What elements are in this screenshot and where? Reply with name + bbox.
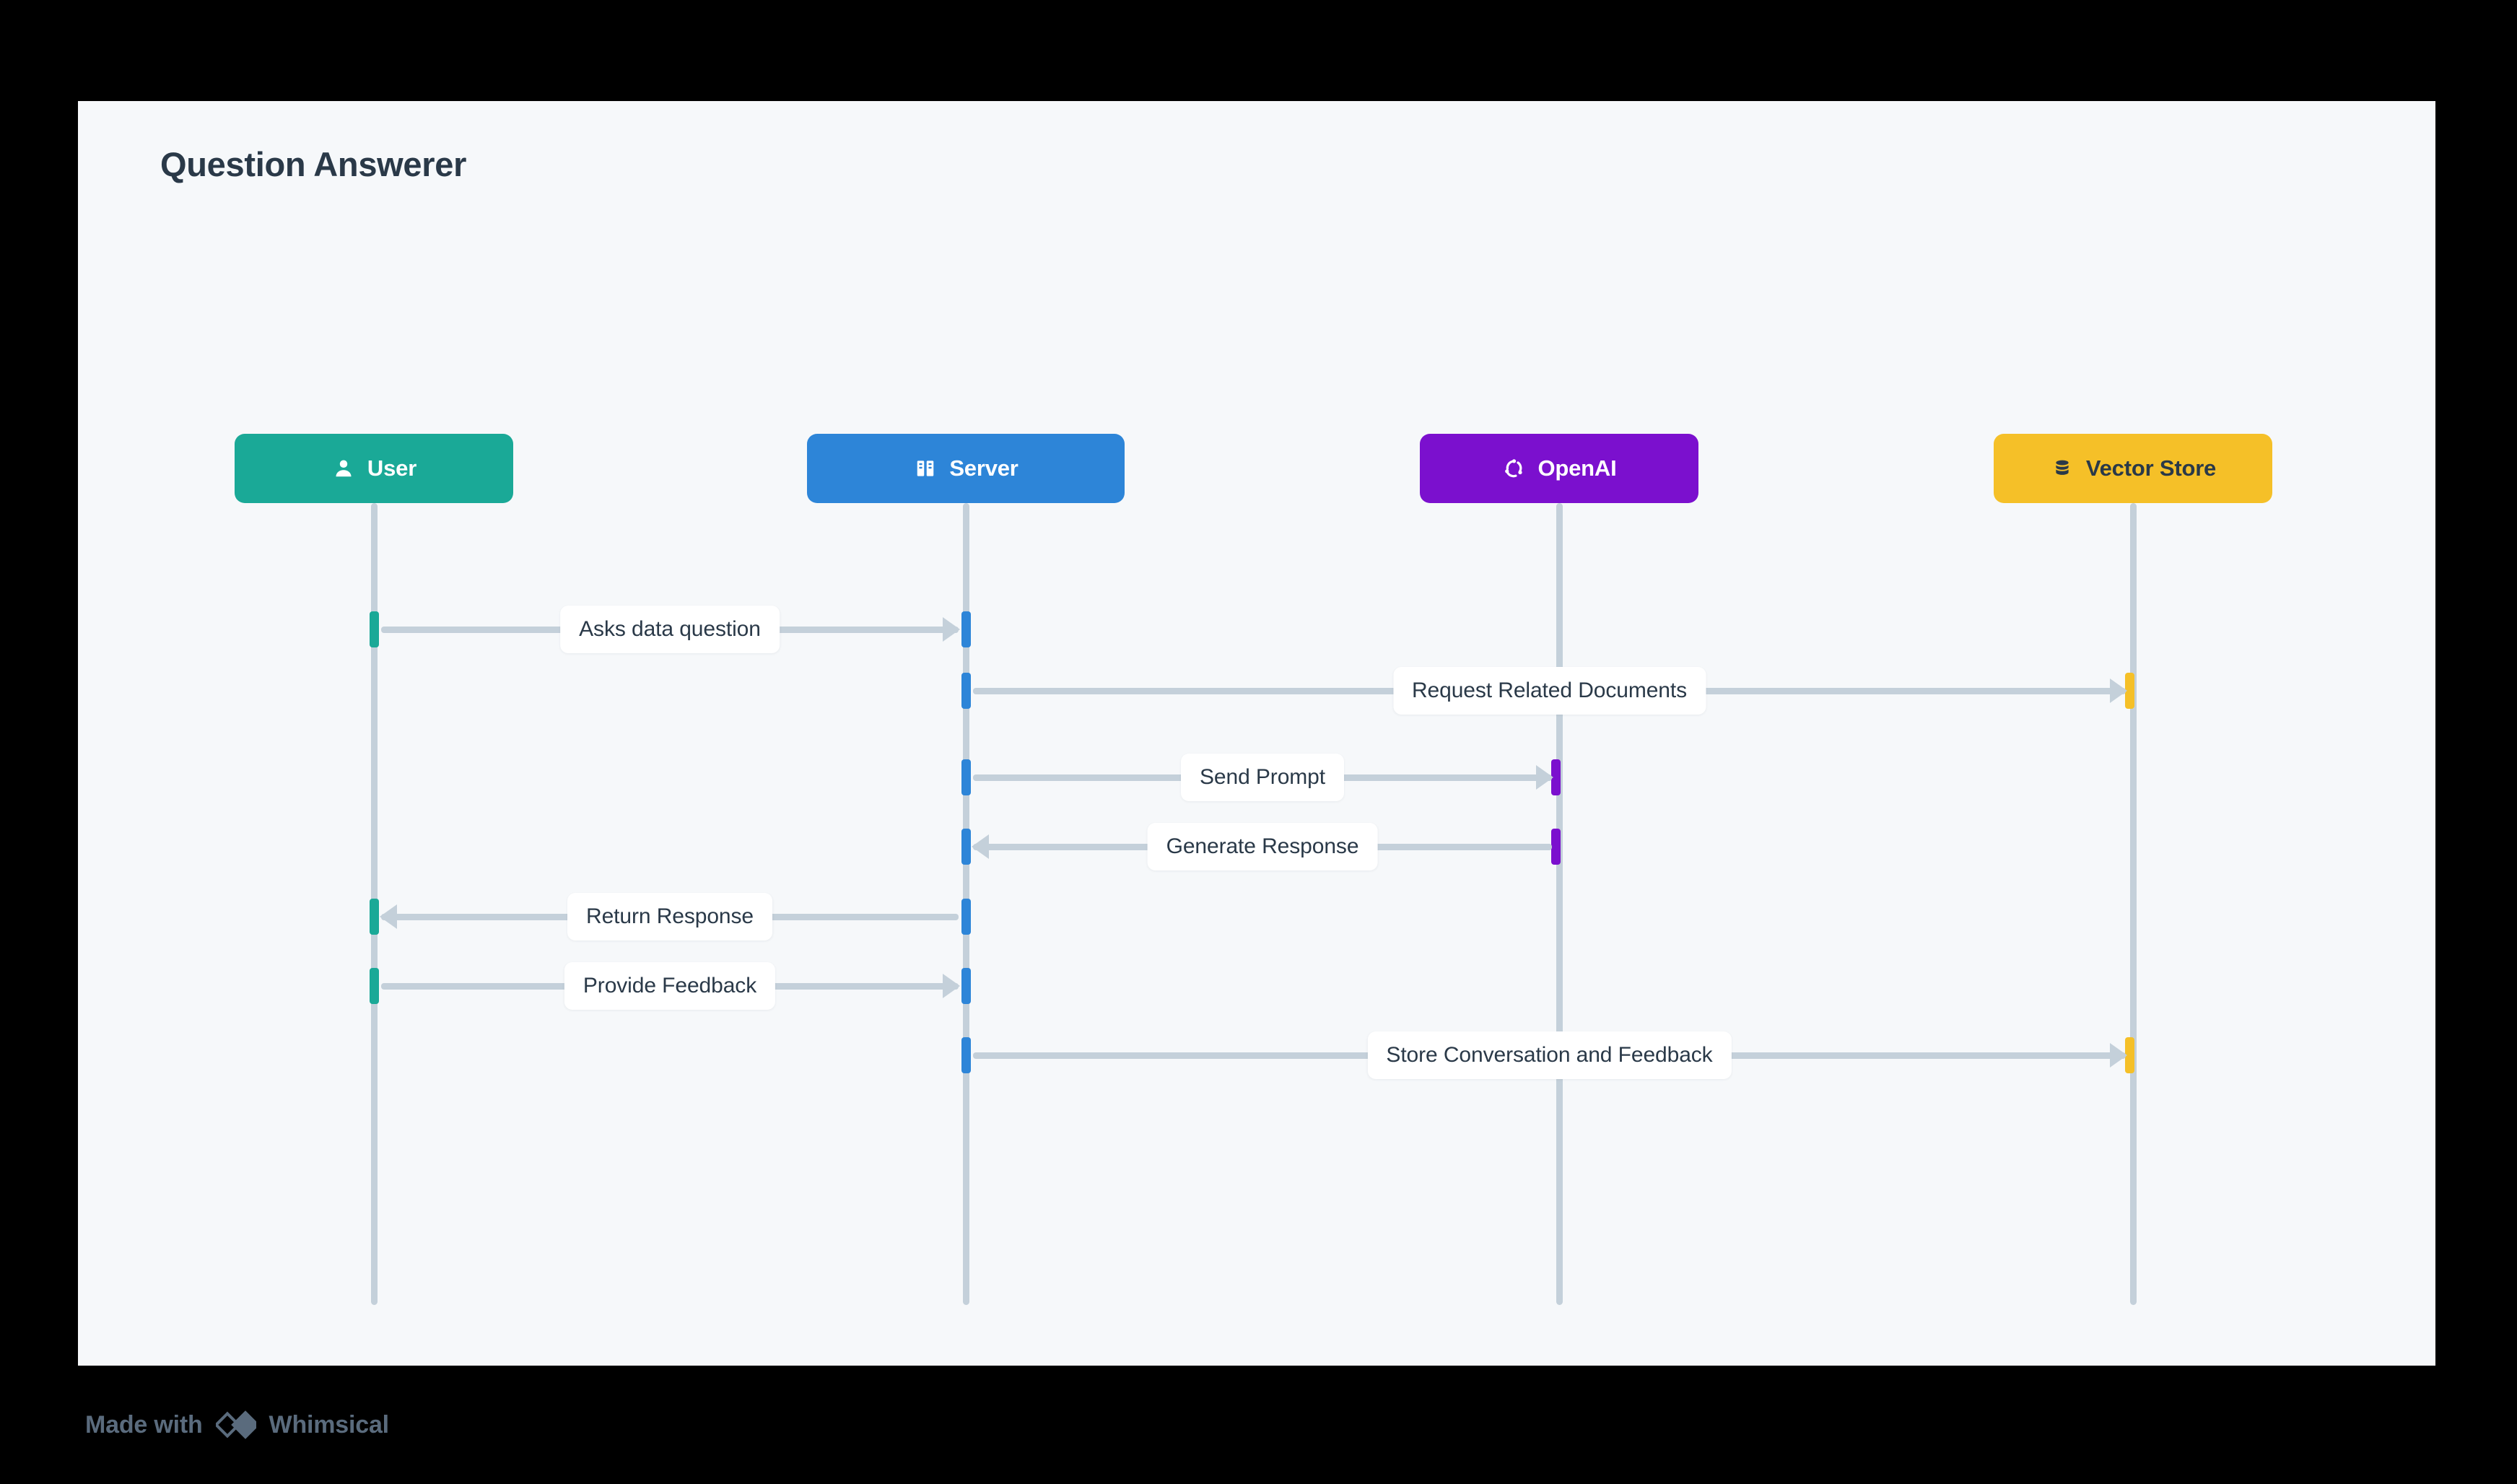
activation-bar-server <box>961 611 971 647</box>
lifeline-openai <box>1556 503 1563 1305</box>
message-label: Request Related Documents <box>1392 667 1706 715</box>
arrow-head-left <box>380 904 397 929</box>
activation-bar-server <box>961 899 971 935</box>
person-icon <box>331 456 356 481</box>
arrow-head-right <box>943 974 960 998</box>
openai-icon <box>1501 456 1526 481</box>
whimsical-logo-icon <box>215 1409 256 1441</box>
participant-server[interactable]: Server <box>807 434 1125 503</box>
activation-bar-server <box>961 829 971 865</box>
message-label: Store Conversation and Feedback <box>1367 1031 1732 1079</box>
lifeline-vector_store <box>2129 503 2137 1305</box>
watermark-made-with-text: Made with <box>85 1410 203 1439</box>
watermark-brand-text: Whimsical <box>269 1410 390 1439</box>
arrow-head-right <box>943 617 960 642</box>
activation-bar-server <box>961 1037 971 1073</box>
activation-bar-server <box>961 759 971 795</box>
database-icon <box>2050 456 2075 481</box>
arrow-head-right <box>2110 1043 2127 1068</box>
arrow-head-right <box>1536 765 1553 790</box>
participant-label-vector_store: Vector Store <box>2085 455 2217 481</box>
activation-bar-user <box>369 611 379 647</box>
activation-bar-openai <box>1550 829 1561 865</box>
message-label: Provide Feedback <box>564 962 776 1010</box>
message-label: Return Response <box>567 893 772 940</box>
message-label: Generate Response <box>1147 823 1378 870</box>
activation-bar-user <box>369 968 379 1004</box>
participant-label-openai: OpenAI <box>1537 455 1617 481</box>
page-title: Question Answerer <box>160 145 467 183</box>
activation-bar-server <box>961 968 971 1004</box>
participant-label-user: User <box>367 455 417 481</box>
whimsical-watermark: Made with Whimsical <box>85 1409 389 1441</box>
message-label: Send Prompt <box>1181 754 1344 801</box>
arrow-head-left <box>972 834 989 859</box>
participant-openai[interactable]: OpenAI <box>1420 434 1698 503</box>
participant-label-server: Server <box>949 455 1018 481</box>
activation-bar-server <box>961 673 971 709</box>
arrow-head-right <box>2110 678 2127 703</box>
diagram-canvas <box>78 101 2435 1366</box>
message-label: Asks data question <box>560 606 780 653</box>
activation-bar-user <box>369 899 379 935</box>
participant-vector_store[interactable]: Vector Store <box>1994 434 2272 503</box>
server-icon <box>913 456 938 481</box>
participant-user[interactable]: User <box>235 434 513 503</box>
